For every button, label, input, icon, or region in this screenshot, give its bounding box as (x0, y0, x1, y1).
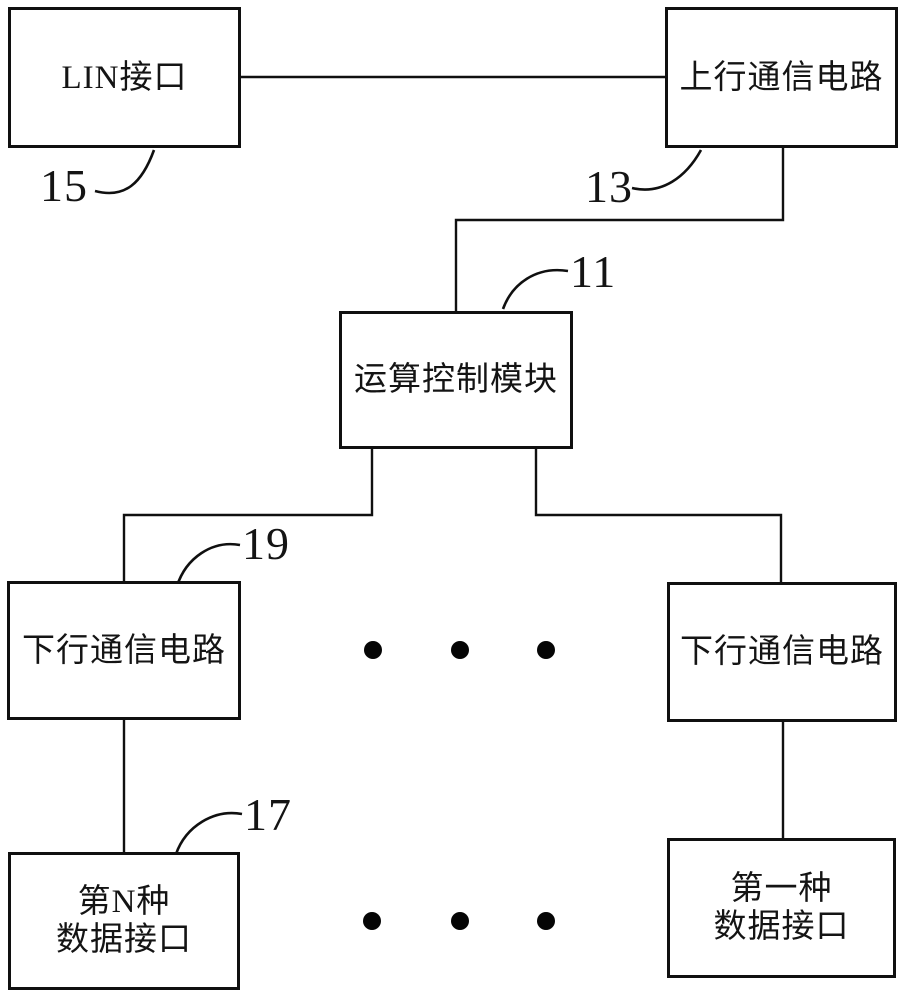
leader-ref-19 (175, 542, 241, 587)
box-operation-control-module-label: 运算控制模块 (354, 362, 558, 398)
leader-ref-15 (94, 149, 156, 195)
leader-ref-13 (631, 149, 703, 191)
box-lin-interface-label: LIN接口 (61, 59, 188, 96)
box-nth-data-interface-label-line2: 数据接口 (56, 922, 192, 958)
ellipsis-dots-row1 (364, 641, 555, 659)
box-first-data-interface: 第一种 数据接口 (667, 838, 896, 978)
box-lin-interface: LIN接口 (8, 7, 241, 148)
box-first-data-interface-label-line1: 第一种 (730, 871, 833, 907)
box-downlink-communication-circuit-left-label: 下行通信电路 (22, 632, 226, 669)
ref-numeral-17: 17 (244, 789, 292, 840)
box-nth-data-interface: 第N种 数据接口 (8, 852, 240, 990)
ref-numeral-13: 13 (585, 161, 633, 212)
box-uplink-communication-circuit-label: 上行通信电路 (679, 59, 884, 96)
ref-numeral-11: 11 (570, 246, 617, 297)
wire-control-downlink-right (534, 449, 783, 582)
box-nth-data-interface-label-line1: 第N种 (77, 884, 171, 920)
box-downlink-communication-circuit-right: 下行通信电路 (667, 582, 897, 722)
box-operation-control-module: 运算控制模块 (339, 311, 573, 449)
ellipsis-dots-row2 (363, 912, 555, 930)
box-first-data-interface-label-line2: 数据接口 (713, 909, 850, 945)
box-downlink-communication-circuit-left: 下行通信电路 (7, 581, 241, 720)
leader-ref-11 (501, 268, 569, 310)
ref-numeral-15: 15 (40, 160, 88, 211)
box-uplink-communication-circuit: 上行通信电路 (665, 7, 898, 148)
box-downlink-communication-circuit-right-label: 下行通信电路 (680, 634, 884, 670)
leader-ref-17 (174, 811, 243, 855)
ref-numeral-19: 19 (242, 518, 290, 569)
